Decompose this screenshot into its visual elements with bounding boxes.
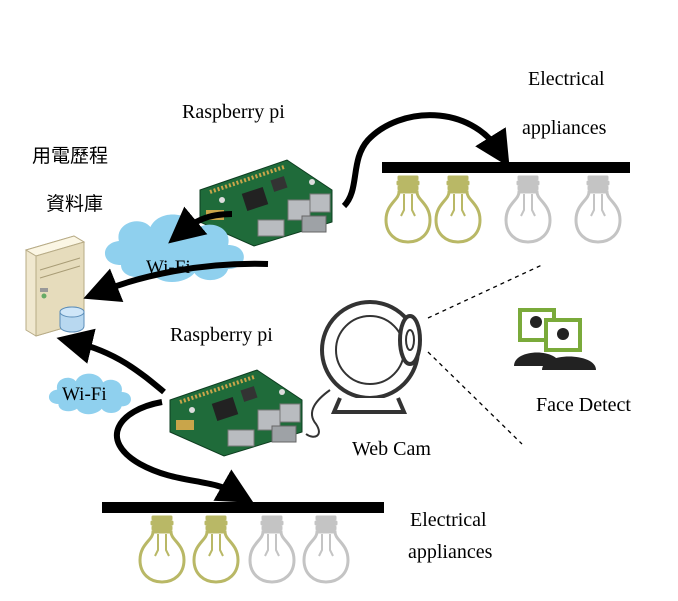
bulb-top-4 (574, 174, 622, 244)
bulb-bottom-3 (248, 514, 296, 584)
face-detect-icon (514, 308, 596, 370)
database-server-icon (24, 235, 86, 337)
raspberry-pi-top-label: Raspberry pi (182, 101, 285, 123)
bulb-top-2 (434, 174, 482, 244)
appliances-bar-top (382, 162, 630, 173)
bulb-bottom-2 (192, 514, 240, 584)
database-label-line2: 資料庫 (46, 193, 104, 215)
dashed-line-upper (427, 263, 545, 319)
appliances-bar-bottom (102, 502, 384, 513)
wifi-label-top: Wi-Fi (146, 257, 191, 278)
bulb-bottom-1 (138, 514, 186, 584)
appliances-top-label-2: appliances (522, 117, 607, 139)
database-label-line1: 用電歷程 (32, 145, 109, 167)
bulb-top-1 (384, 174, 432, 244)
bulb-bottom-4 (302, 514, 350, 584)
appliances-top-label-1: Electrical (528, 68, 605, 90)
webcam-label: Web Cam (352, 438, 431, 460)
raspberry-pi-bottom-label: Raspberry pi (170, 324, 273, 346)
raspberry-pi-bottom-board (160, 358, 314, 462)
appliances-bottom-label-2: appliances (408, 541, 493, 563)
dashed-line-lower (427, 351, 523, 445)
wifi-label-bottom: Wi-Fi (62, 384, 107, 405)
connection-arrows (56, 112, 510, 503)
bulb-top-3 (504, 174, 552, 244)
webcam-icon (305, 300, 422, 438)
appliances-bottom-label-1: Electrical (410, 509, 487, 531)
face-detect-label: Face Detect (536, 394, 631, 416)
